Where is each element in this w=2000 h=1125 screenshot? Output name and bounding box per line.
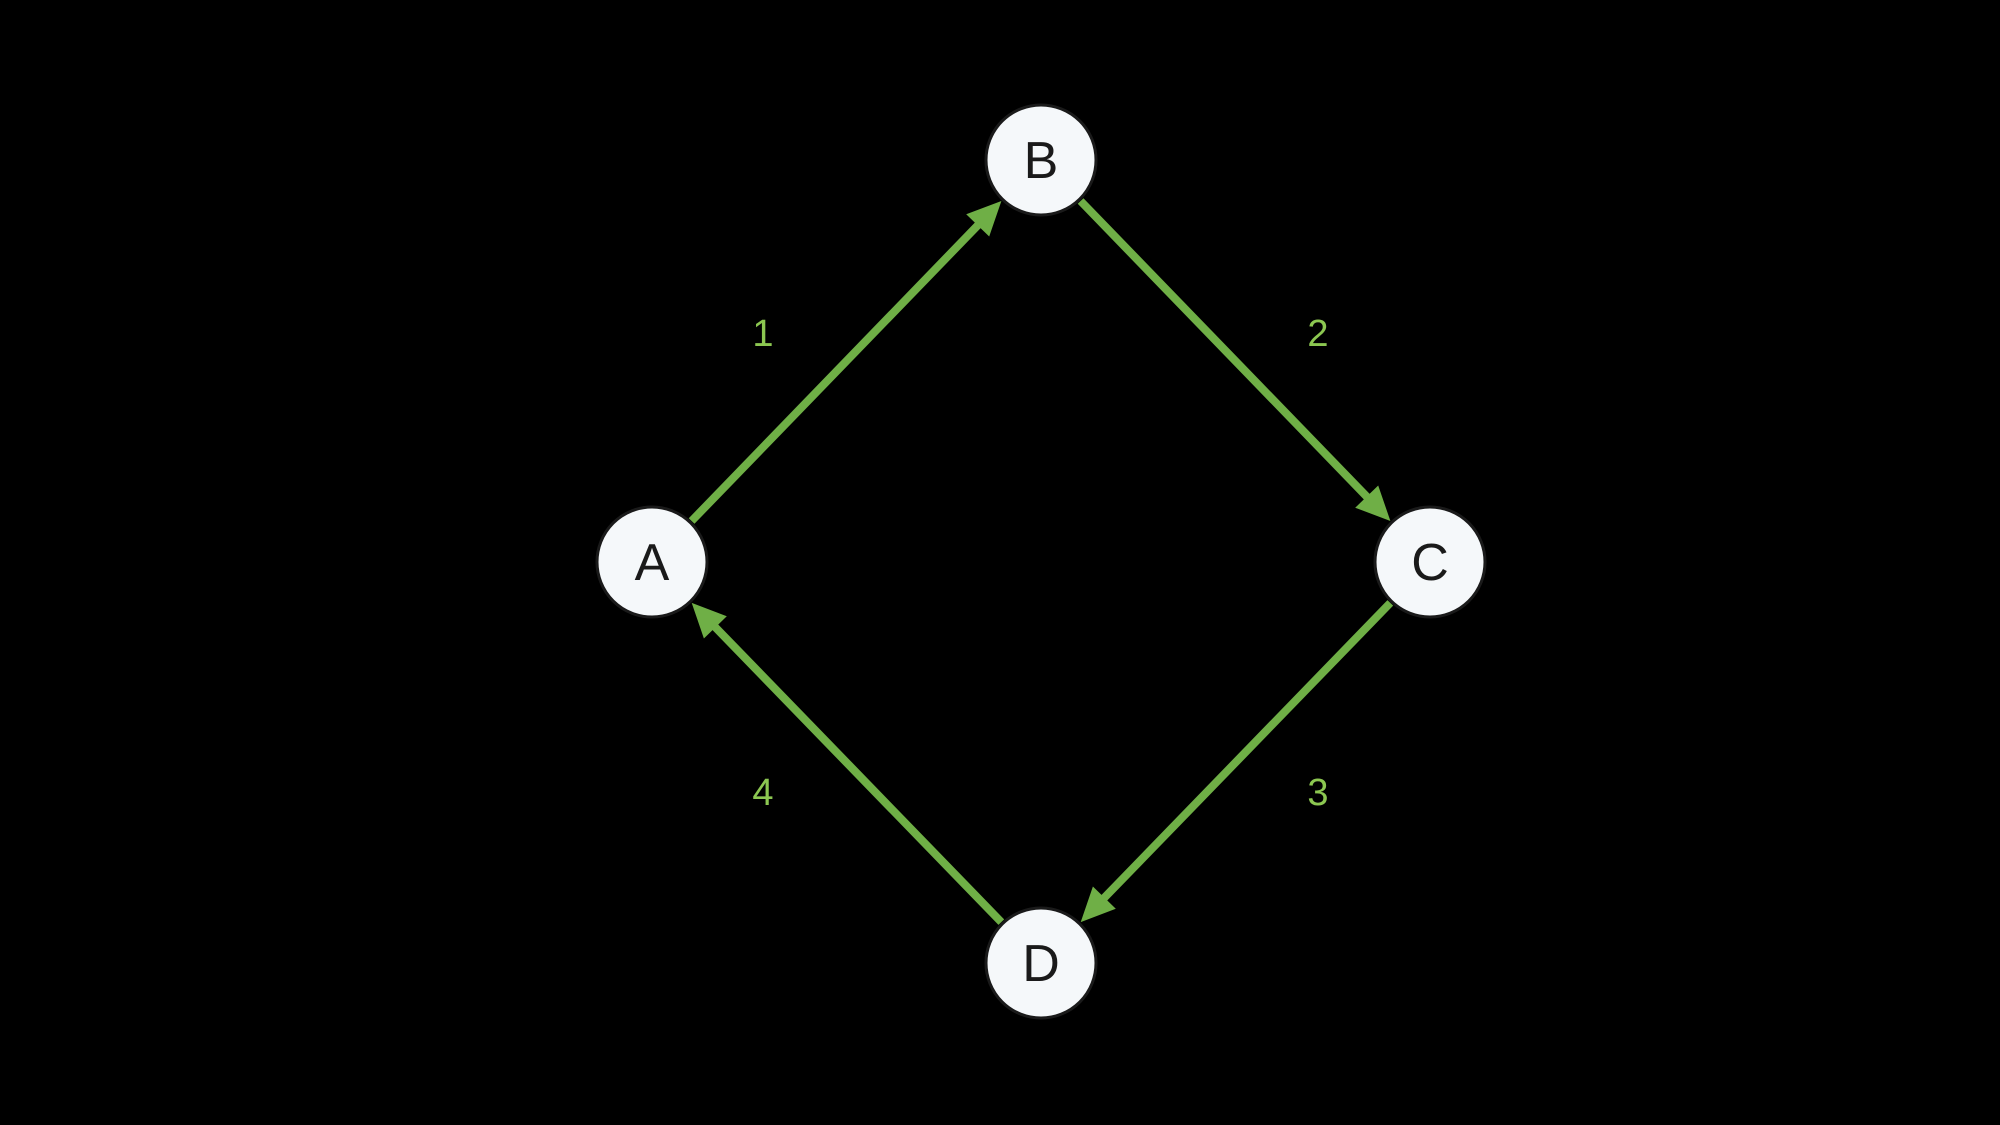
node-b[interactable]: B [984, 103, 1098, 217]
edge-d-to-a[interactable] [691, 602, 1005, 925]
node-c-circle [1373, 505, 1487, 619]
node-c[interactable]: C [1373, 505, 1487, 619]
node-a-circle [595, 505, 709, 619]
edges-layer [688, 198, 1394, 925]
edge-b-to-c-arrowhead [1355, 485, 1391, 521]
edge-d-to-a-arrowhead [691, 602, 727, 639]
node-b-circle [984, 103, 1098, 217]
node-a[interactable]: A [595, 505, 709, 619]
edge-c-to-d-arrowhead [1080, 886, 1116, 923]
edge-c-to-d[interactable] [1080, 600, 1394, 923]
edge-c-to-d-line [1094, 600, 1394, 908]
edge-a-to-b-line [688, 215, 988, 524]
node-d[interactable]: D [984, 906, 1098, 1020]
edge-d-to-a-line [705, 617, 1005, 925]
edge-b-to-c-line [1077, 198, 1377, 507]
edge-a-to-b[interactable] [688, 201, 1002, 524]
node-d-circle [984, 906, 1098, 1020]
edge-b-to-c[interactable] [1077, 198, 1391, 521]
edge-a-to-b-arrowhead [966, 201, 1002, 237]
